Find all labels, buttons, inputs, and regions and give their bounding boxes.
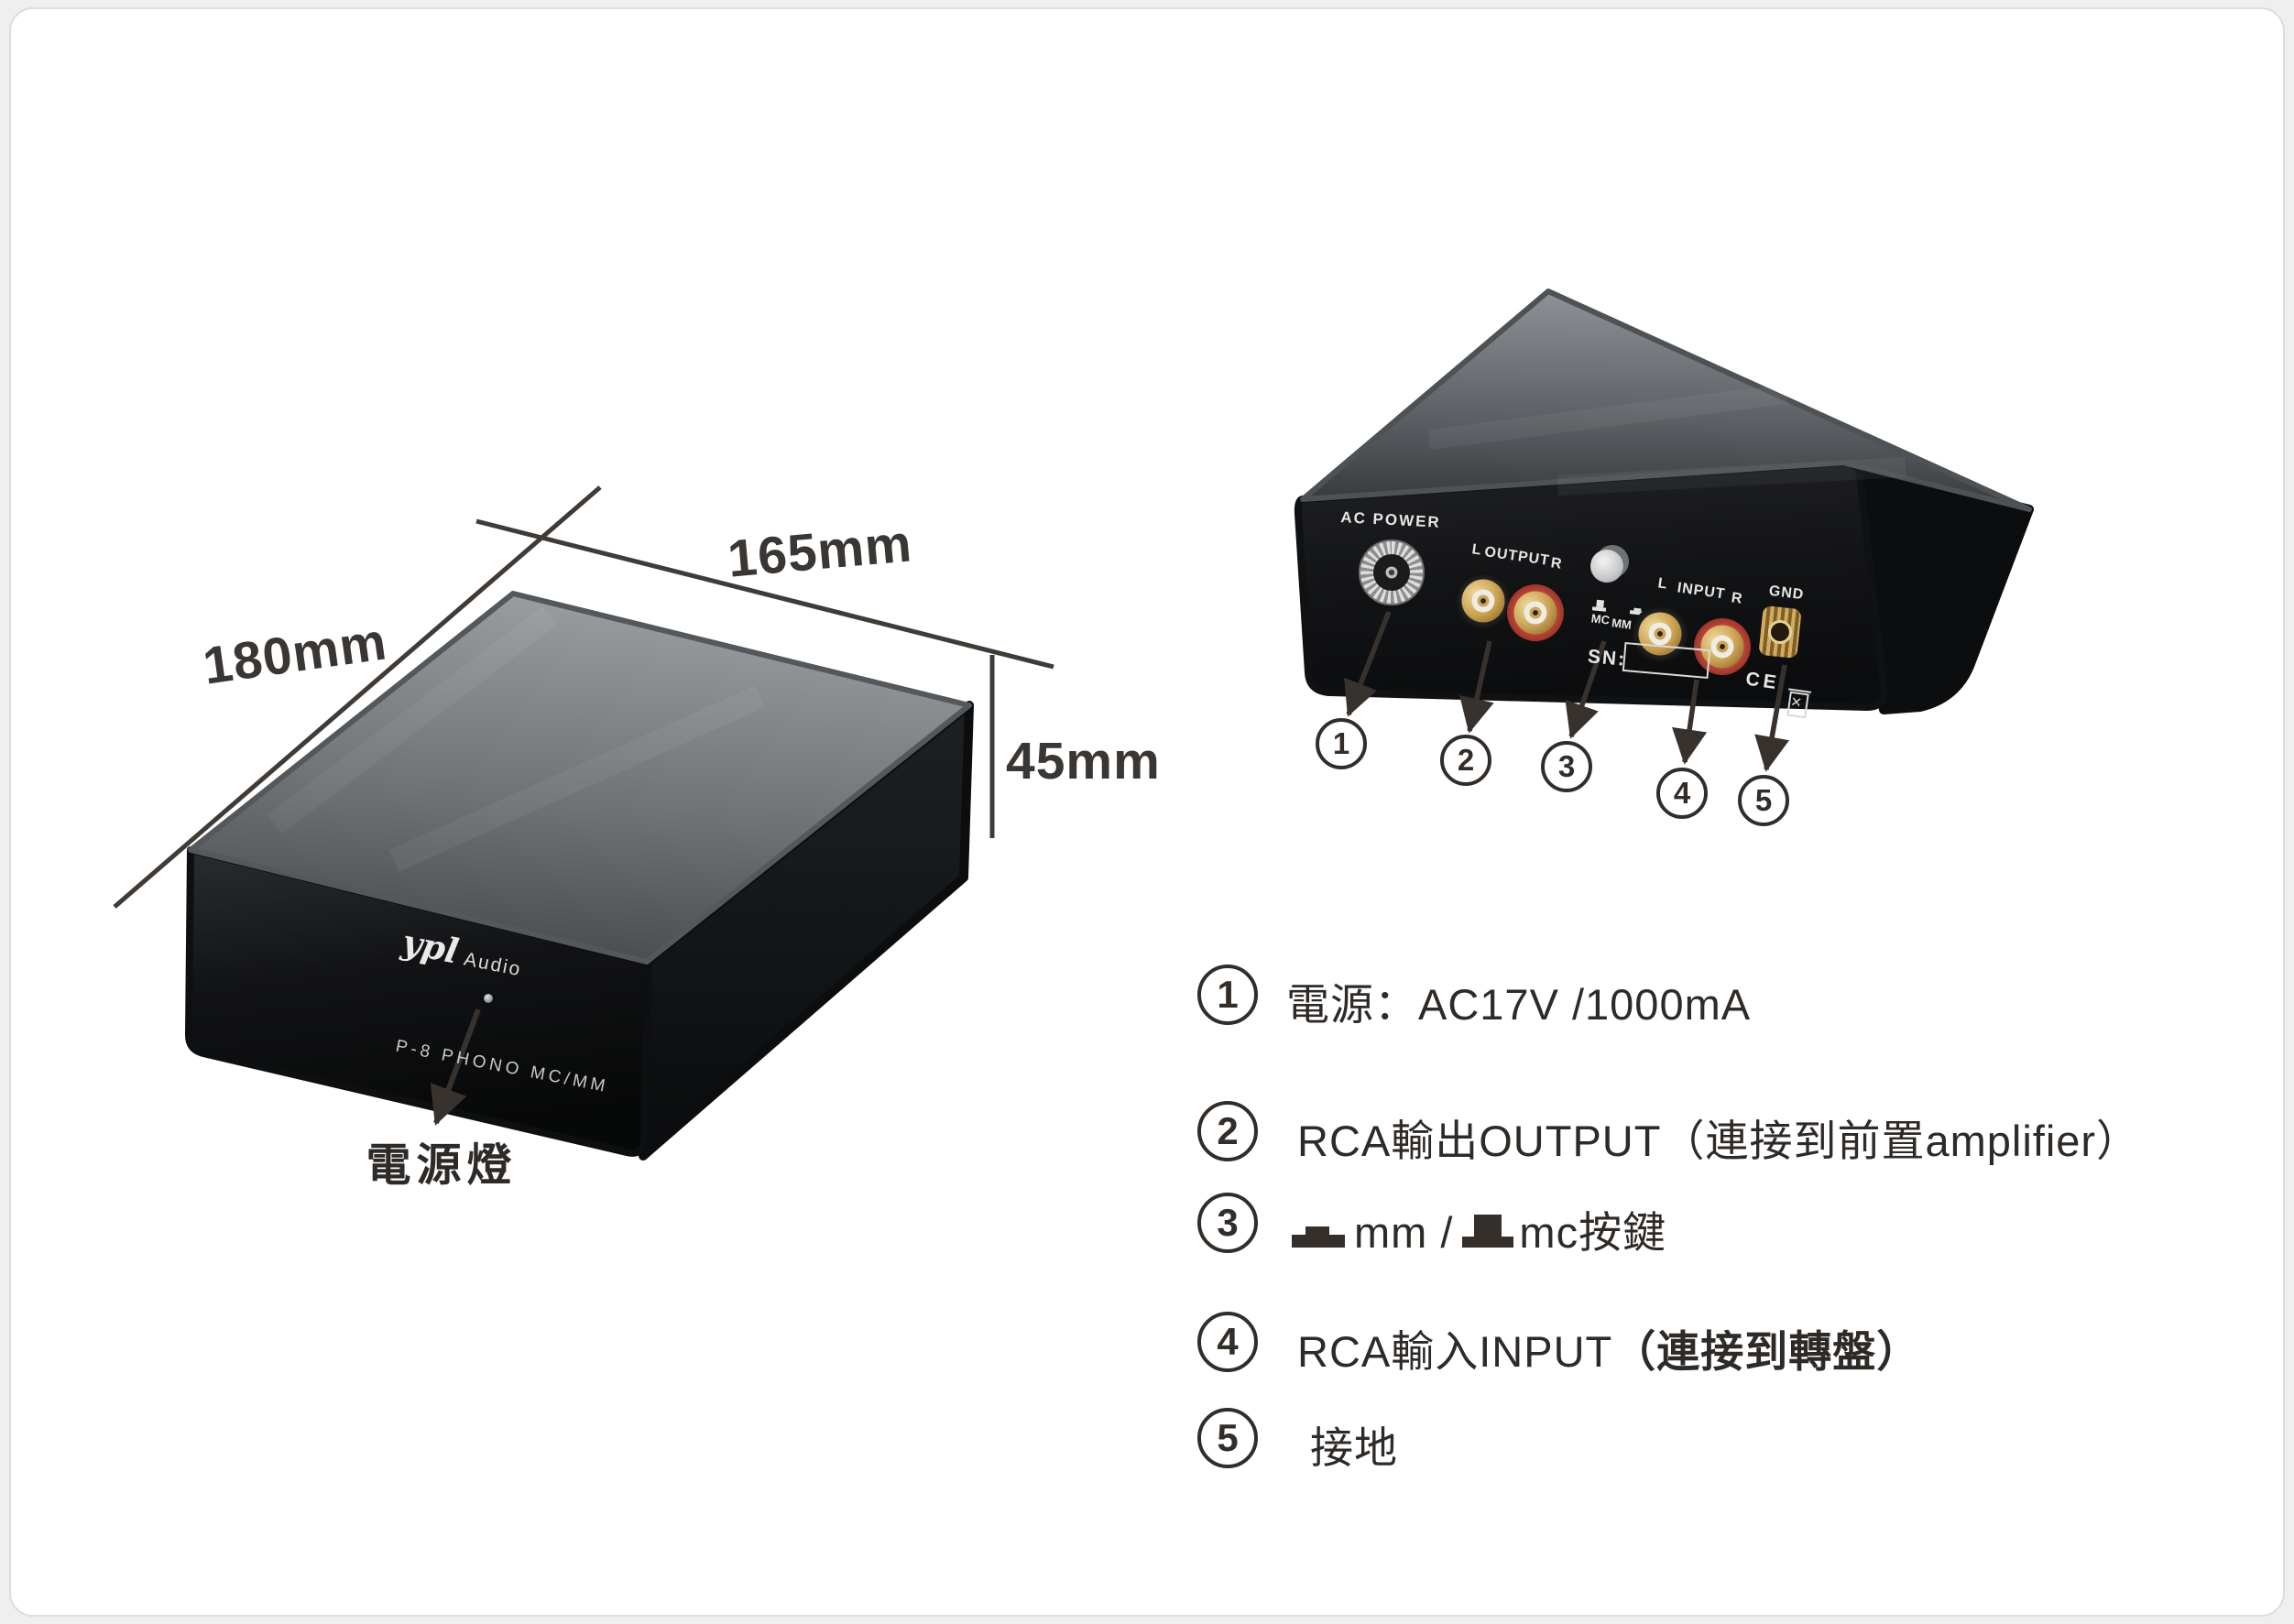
legend-item-2: RCA輸出OUTPUT（連接到前置amplifier）	[1297, 1117, 2141, 1165]
front-device-top-face	[188, 591, 972, 965]
mm-button-glyph	[1292, 1226, 1345, 1248]
callout-3: 3	[1541, 741, 1592, 792]
legend-num-2: 2	[1197, 1101, 1258, 1161]
callout-5: 5	[1738, 775, 1789, 826]
ac-power-jack	[1359, 540, 1425, 605]
dim-line-180mm	[113, 485, 602, 909]
brushed-highlight-rear	[1427, 384, 1906, 496]
output-r-rca-jack	[1507, 584, 1564, 641]
brushed-highlight	[268, 605, 766, 872]
arrow-callout-5	[1754, 664, 1790, 772]
output-l-rca-jack	[1455, 572, 1512, 629]
weee-bin-icon	[1786, 691, 1809, 719]
input-l-rca-jack	[1632, 605, 1688, 662]
power-light-arrow	[430, 1008, 481, 1126]
front-device-photo	[185, 591, 974, 1161]
arrow-callout-3	[1565, 640, 1607, 739]
mc-mm-switch-button	[1590, 550, 1623, 583]
legend-num-1: 1	[1197, 965, 1258, 1025]
output-r-label: R	[1549, 555, 1564, 572]
power-light-label: 電源燈	[366, 1140, 518, 1191]
gnd-post-hole	[1766, 618, 1794, 646]
rear-device-right-face	[1839, 458, 2034, 714]
callout-4: 4	[1656, 768, 1708, 819]
legend-item-4: RCA輸入INPUT（連接到轉盤）	[1297, 1316, 1920, 1379]
rear-device-top-face	[1300, 289, 2032, 512]
legend-item-1: 電源：AC17V /1000mA	[1286, 980, 1752, 1029]
arrow-callout-4	[1672, 679, 1708, 765]
gnd-binding-post	[1758, 605, 1802, 659]
callout-2: 2	[1440, 735, 1491, 786]
legend-item-4-text: RCA輸入INPUT	[1297, 1327, 1613, 1376]
mc-label: MC	[1590, 611, 1611, 627]
power-led	[484, 994, 493, 1003]
input-r-label: R	[1730, 590, 1744, 607]
mm-label: MM	[1611, 616, 1633, 632]
front-device-front-face	[185, 846, 650, 1157]
ce-mark: CE	[1744, 668, 1782, 694]
dim-line-165mm	[475, 518, 1054, 670]
callout-1: 1	[1316, 718, 1367, 769]
dimension-lines	[113, 485, 1054, 909]
callout-arrows	[1344, 610, 1790, 772]
arrow-callout-1	[1344, 610, 1392, 717]
legend-item-3-mm-text: mm /	[1354, 1208, 1454, 1257]
legend-item-3-mc-text: mc按鍵	[1519, 1208, 1667, 1257]
arrow-callout-2	[1459, 640, 1494, 734]
legend-num-5: 5	[1197, 1408, 1258, 1468]
mc-button-glyph	[1462, 1215, 1514, 1248]
legend-item-3: mm / mc按鍵	[1292, 1197, 1666, 1260]
ac-jack-pin	[1385, 566, 1398, 579]
serial-number-label: SN:	[1587, 646, 1628, 670]
legend-item-4-paren: （連接到轉盤）	[1612, 1327, 1921, 1376]
dim-label-height: 45mm	[1006, 732, 1161, 790]
input-r-rca-jack	[1694, 618, 1751, 675]
legend-num-4: 4	[1197, 1312, 1258, 1372]
legend-num-3: 3	[1197, 1193, 1258, 1253]
legend-item-5: 接地	[1310, 1423, 1398, 1472]
